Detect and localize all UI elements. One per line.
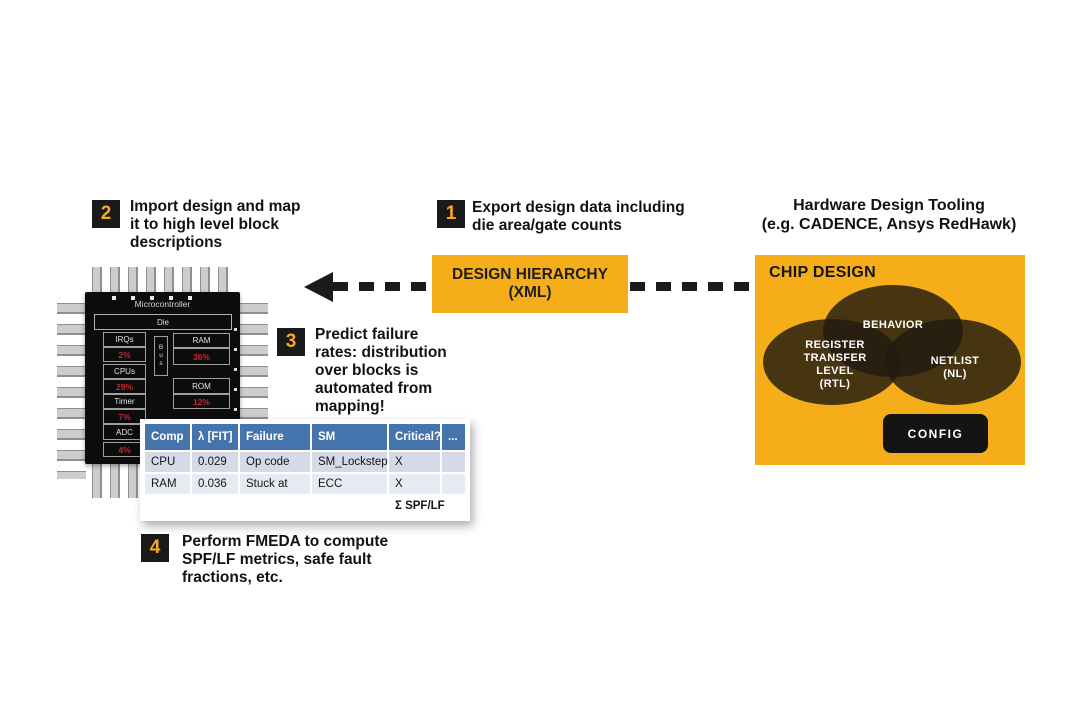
venn-label-netlist: NETLIST (NL) xyxy=(930,355,980,380)
fmeda-table-header-row: Comp λ [FIT] Failure SM Critical? ... xyxy=(143,422,467,452)
col-header-failure: Failure xyxy=(238,422,312,452)
config-button: CONFIG xyxy=(883,414,988,453)
step-2-text: Import design and map it to high level b… xyxy=(130,198,301,251)
cell-cpu-critical: X xyxy=(387,450,442,474)
chip-marking-dots-top xyxy=(112,296,207,300)
venn-label-rtl: REGISTER TRANSFER LEVEL (RTL) xyxy=(803,339,867,390)
hardware-tooling-heading: Hardware Design Tooling (e.g. CADENCE, A… xyxy=(761,197,1017,233)
chip-block-ram-pct: 36% xyxy=(173,348,230,365)
step-1-text: Export design data including die area/ga… xyxy=(472,199,685,234)
table-footer-spacer xyxy=(143,494,389,518)
venn-ellipse-rtl xyxy=(763,319,901,405)
fmeda-table: Comp λ [FIT] Failure SM Critical? ... CP… xyxy=(140,419,470,521)
cell-ram-critical: X xyxy=(387,472,442,496)
chip-block-irqs: IRQs xyxy=(103,332,146,347)
col-header-lambda-fit: λ [FIT] xyxy=(190,422,240,452)
arrow-head-left xyxy=(304,272,333,302)
chip-block-cpus-pct: 29% xyxy=(103,379,146,394)
chip-block-ram: RAM xyxy=(173,333,230,348)
venn-label-behavior: BEHAVIOR xyxy=(862,319,924,331)
step-3-badge: 3 xyxy=(277,328,305,356)
table-footer-sum: Σ SPF/LF xyxy=(387,494,467,518)
cell-cpu-more xyxy=(440,450,467,474)
cell-ram-failure: Stuck at xyxy=(238,472,312,496)
chip-design-panel: CHIP DESIGN BEHAVIOR REGISTER TRANSFER L… xyxy=(755,255,1025,465)
cell-cpu-failure: Op code xyxy=(238,450,312,474)
cell-cpu-comp: CPU xyxy=(143,450,192,474)
col-header-critical: Critical? xyxy=(387,422,442,452)
chip-marking-dots-right xyxy=(234,328,237,453)
cell-ram-comp: RAM xyxy=(143,472,192,496)
chip-block-timer-pct: 7% xyxy=(103,409,146,424)
cell-ram-fit: 0.036 xyxy=(190,472,240,496)
table-row-ram: RAM 0.036 Stuck at ECC X xyxy=(143,472,467,496)
chip-block-rom-pct: 12% xyxy=(173,394,230,409)
chip-design-title: CHIP DESIGN xyxy=(769,264,877,281)
chip-block-irqs-pct: 2% xyxy=(103,347,146,362)
dashed-line-right xyxy=(630,282,754,291)
chip-block-rom: ROM xyxy=(173,378,230,394)
chip-pins-top xyxy=(92,267,236,294)
table-row-cpu: CPU 0.029 Op code SM_Lockstep X xyxy=(143,450,467,474)
col-header-sm: SM xyxy=(310,422,389,452)
chip-bus-box: B u s xyxy=(154,336,168,376)
chip-block-timer: Timer xyxy=(103,394,146,409)
design-hierarchy-box: DESIGN HIERARCHY (XML) xyxy=(432,255,628,313)
step-1-badge: 1 xyxy=(437,200,465,228)
cell-cpu-sm: SM_Lockstep xyxy=(310,450,389,474)
chip-die-box: Die xyxy=(94,314,232,330)
col-header-more: ... xyxy=(440,422,467,452)
table-footer-row: Σ SPF/LF xyxy=(143,494,467,518)
col-header-comp: Comp xyxy=(143,422,192,452)
cell-ram-more xyxy=(440,472,467,496)
chip-pins-left xyxy=(57,303,86,479)
chip-title: Microcontroller xyxy=(134,299,191,309)
step-4-text: Perform FMEDA to compute SPF/LF metrics,… xyxy=(182,533,389,586)
cell-cpu-fit: 0.029 xyxy=(190,450,240,474)
step-2-badge: 2 xyxy=(92,200,120,228)
venn-ellipse-netlist xyxy=(885,319,1021,405)
step-4-badge: 4 xyxy=(141,534,169,562)
chip-block-cpus: CPUs xyxy=(103,364,146,379)
dashed-line-left xyxy=(333,282,432,291)
cell-ram-sm: ECC xyxy=(310,472,389,496)
step-3-text: Predict failure rates: distribution over… xyxy=(315,326,447,415)
